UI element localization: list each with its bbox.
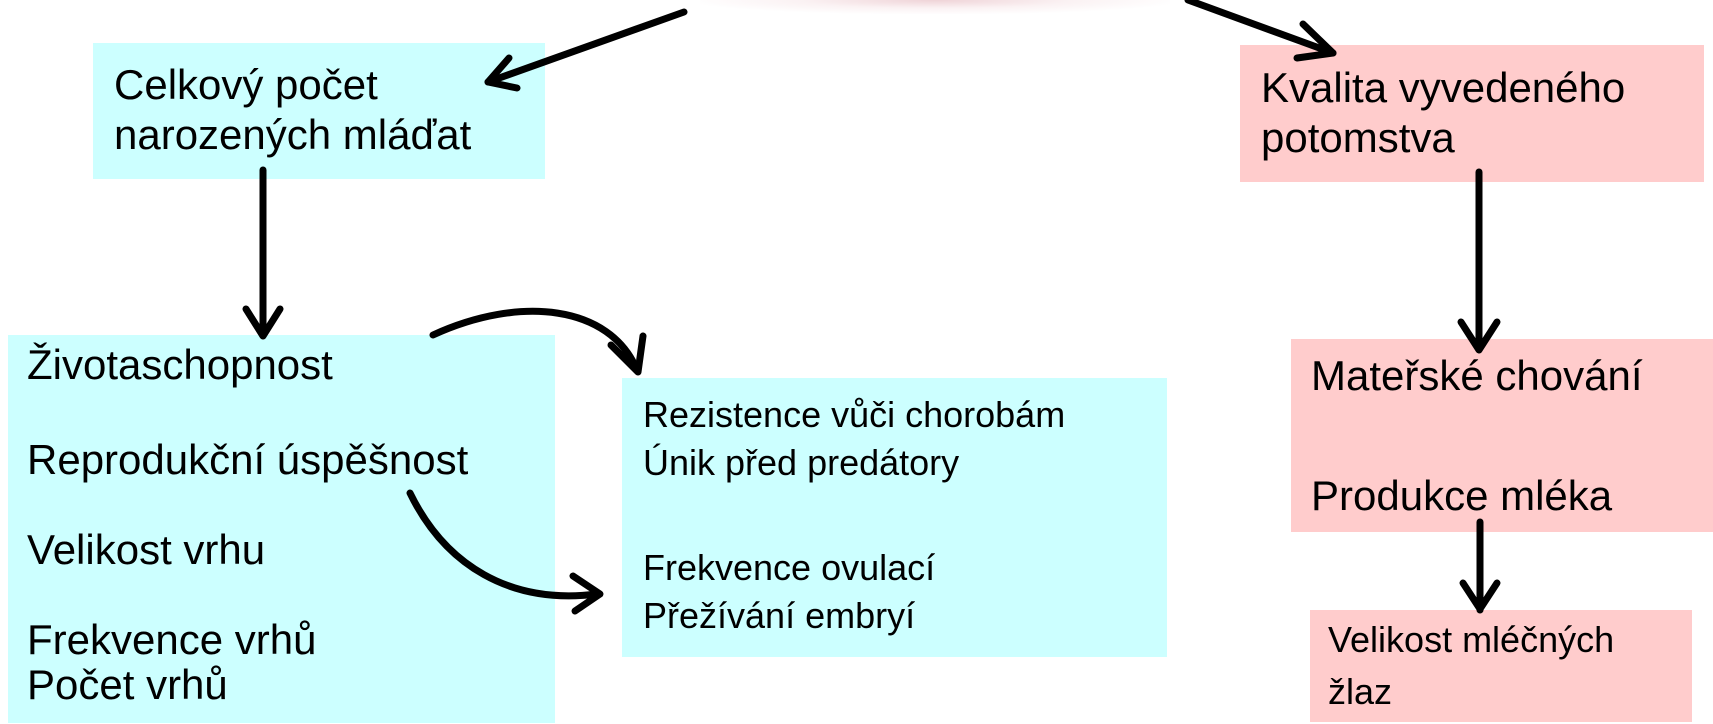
litter-count-item: Počet vrhů — [27, 661, 228, 708]
total-born-line-1: Celkový počet — [114, 61, 378, 108]
mammary-line-2: žlaz — [1328, 671, 1393, 712]
offspring-quality-box: Kvalita vyvedeného potomstva — [1240, 45, 1704, 182]
resistance-box: Rezistence vůči chorobám Únik před predá… — [622, 378, 1167, 657]
litter-size-item: Velikost vrhu — [27, 526, 266, 573]
offspring-quality-line-2: potomstva — [1261, 114, 1455, 161]
curved-arrow-viability-to-resistance — [429, 307, 647, 376]
disease-resistance-item: Rezistence vůči chorobám — [643, 394, 1066, 435]
mammary-box: Velikost mléčných žlaz — [1310, 610, 1692, 722]
total-born-line-2: narozených mláďat — [114, 111, 472, 158]
arrow-quality-to-maternal — [1457, 168, 1501, 354]
reproductive-success-item: Reprodukční úspěšnost — [27, 436, 469, 483]
embryo-survival-item: Přežívání embryí — [643, 595, 916, 636]
litter-frequency-item: Frekvence vrhů — [27, 616, 317, 663]
maternal-behavior-item: Mateřské chování — [1311, 352, 1643, 399]
mammary-line-1: Velikost mléčných — [1328, 619, 1615, 660]
arrow-milk-to-mammary — [1459, 518, 1501, 614]
top-image-fragment — [700, 0, 1170, 14]
curved-arrow-reproduction-to-ovulation — [406, 489, 604, 615]
viability-item: Životaschopnost — [27, 341, 333, 388]
maternal-box: Mateřské chování Produkce mléka — [1291, 339, 1713, 532]
arrow-total-born-to-viability — [242, 166, 284, 340]
ovulation-frequency-item: Frekvence ovulací — [643, 547, 936, 588]
viability-box: Životaschopnost Reprodukční úspěšnost Ve… — [8, 335, 555, 723]
total-born-box: Celkový počet narozených mláďat — [93, 43, 545, 179]
milk-production-item: Produkce mléka — [1311, 472, 1613, 519]
offspring-quality-line-1: Kvalita vyvedeného — [1261, 64, 1626, 111]
arrow-to-offspring-quality — [1184, 0, 1337, 62]
predator-escape-item: Únik před predátory — [643, 442, 960, 483]
arrow-to-total-born — [484, 8, 688, 92]
